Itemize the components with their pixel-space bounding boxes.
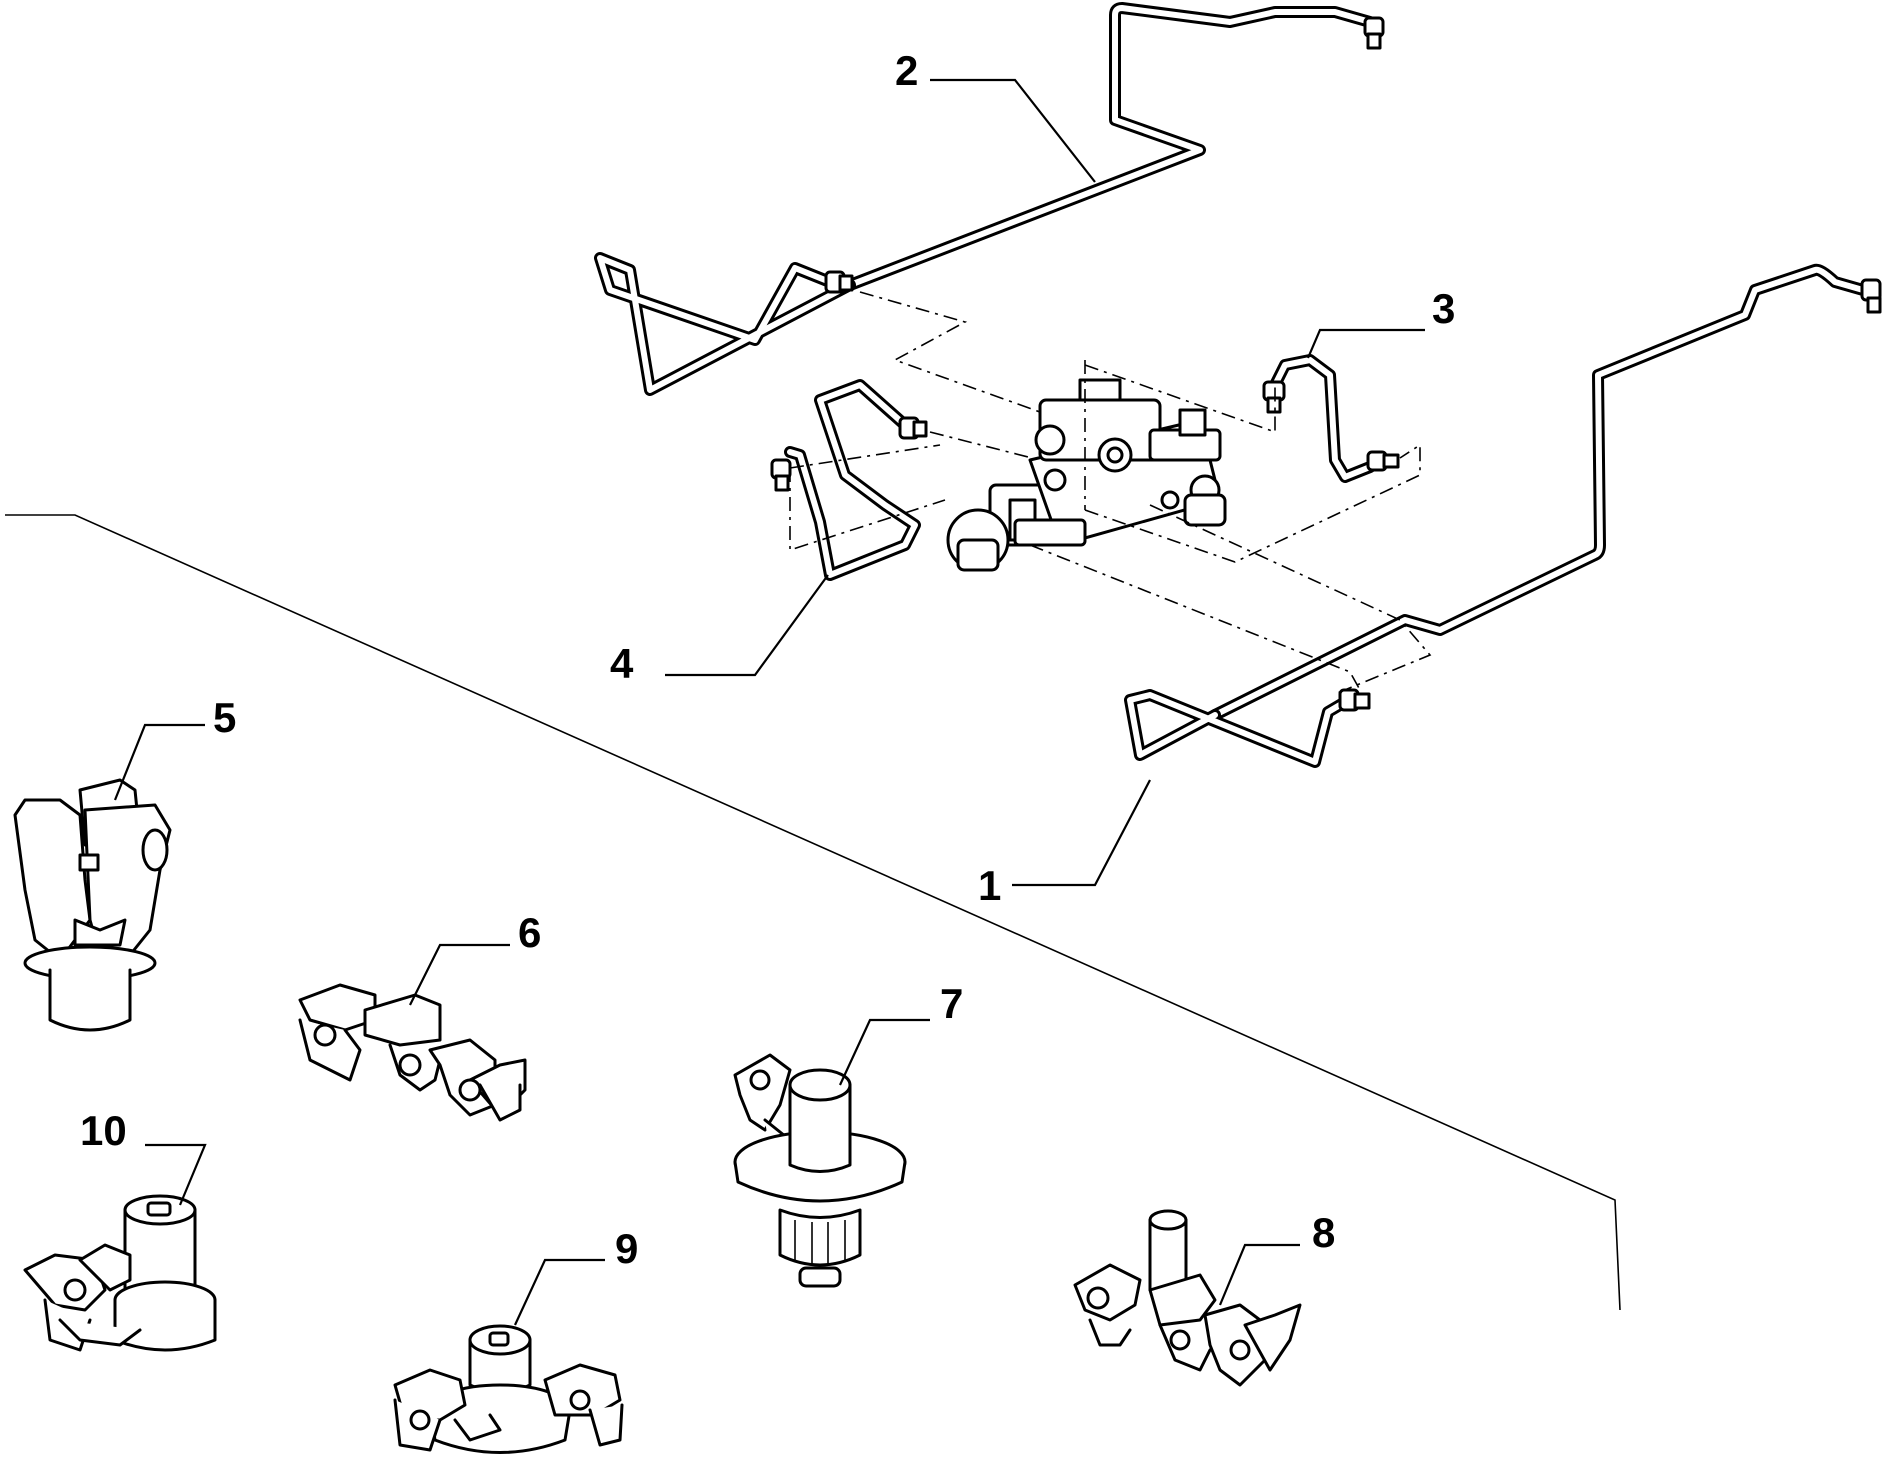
callout-6: 6 [518, 909, 541, 956]
pipe-1-fitting-left [1338, 688, 1371, 712]
pipe-2-fitting-left [824, 270, 854, 294]
callout-8: 8 [1312, 1209, 1335, 1256]
callout-7: 7 [940, 980, 963, 1027]
leader-9 [514, 1258, 605, 1326]
pipe-4-fitting-top [898, 416, 928, 440]
pipe-2-fitting-right [1363, 16, 1385, 50]
leader-8 [1218, 1243, 1300, 1306]
leader-4 [665, 574, 829, 677]
callout-9: 9 [615, 1225, 638, 1272]
part-9-star-clip [393, 1324, 624, 1454]
pipe-3-fitting-bottom [1366, 450, 1400, 472]
callout-2: 2 [895, 47, 918, 94]
callout-3: 3 [1432, 285, 1455, 332]
part-10-column-clip [23, 1194, 217, 1352]
part-6-double-clip [298, 983, 527, 1122]
leader-5 [113, 723, 205, 801]
part-8-pin-clip [1073, 1209, 1302, 1387]
callout-4: 4 [610, 640, 634, 687]
callout-5: 5 [213, 694, 236, 741]
pipe-1-fitting-right [1860, 278, 1882, 314]
leader-1 [1012, 779, 1151, 887]
brake-pipe-3 [1262, 354, 1400, 483]
pipe-3-fitting-top [1262, 380, 1286, 414]
callout-numbers: 1 2 3 4 5 6 7 8 9 10 [80, 47, 1455, 1272]
brake-pipe-1 [1124, 263, 1882, 768]
leader-3 [1306, 328, 1425, 359]
part-7-grommet-plug [733, 1053, 907, 1288]
brake-pipe-4 [770, 379, 928, 581]
leader-10 [145, 1143, 207, 1206]
callout-1: 1 [978, 862, 1001, 909]
brake-distributor-valve [946, 378, 1227, 572]
assembly-dashed-lines [789, 291, 1432, 695]
section-divider-line [5, 514, 1621, 1311]
part-5-holder-clip [13, 778, 172, 1032]
brake-pipe-2 [594, 2, 1385, 396]
leader-2 [930, 78, 1096, 183]
pipe-4-fitting-bottom [770, 458, 792, 492]
leader-6 [409, 943, 510, 1006]
callout-10: 10 [80, 1107, 127, 1154]
leader-7 [839, 1018, 930, 1086]
leader-lines [113, 78, 1425, 1326]
